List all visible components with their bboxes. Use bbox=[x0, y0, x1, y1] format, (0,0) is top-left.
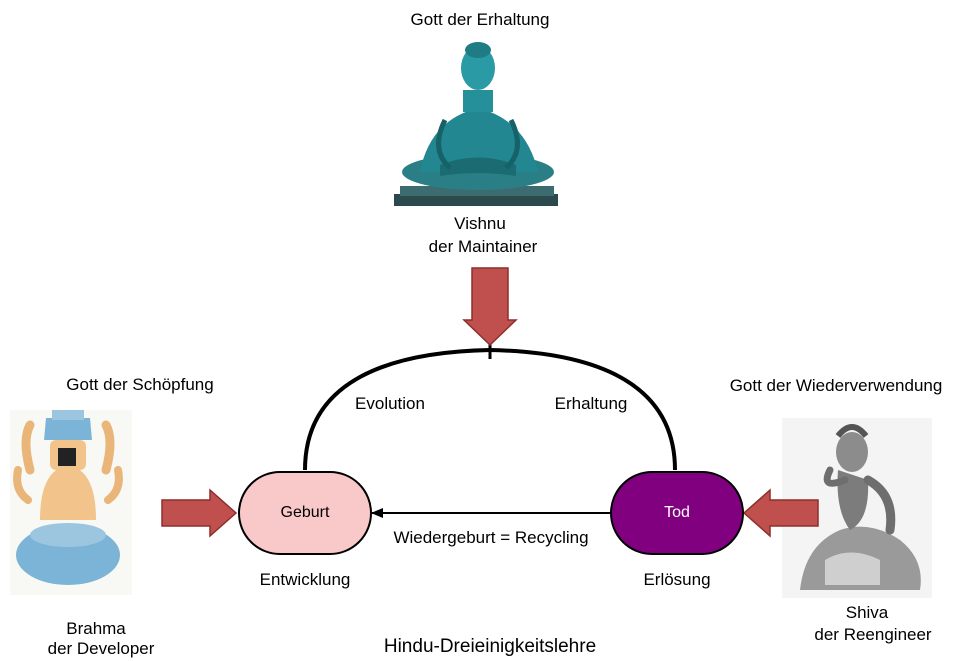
shiva-figure-image bbox=[782, 418, 932, 598]
shiva-title: der Reengineer bbox=[814, 625, 932, 644]
vishnu-name: Vishnu bbox=[454, 214, 506, 233]
brahma-title: der Developer bbox=[47, 639, 155, 658]
vishnu-title: der Maintainer bbox=[428, 237, 538, 256]
edge-recycling-label: Wiedergeburt = Recycling bbox=[393, 528, 589, 547]
tod-caption: Erlösung bbox=[643, 570, 711, 589]
brahma-input-arrow bbox=[161, 488, 238, 538]
node-geburt: Geburt bbox=[238, 471, 372, 555]
edge-evolution-label: Evolution bbox=[355, 394, 425, 413]
brahma-role: Gott der Schöpfung bbox=[66, 375, 214, 394]
vishnu-statue-image bbox=[392, 38, 567, 208]
brahma-name: Brahma bbox=[66, 619, 126, 638]
node-tod-label: Tod bbox=[664, 504, 690, 521]
edge-erhaltung-label: Erhaltung bbox=[554, 394, 628, 413]
node-geburt-label: Geburt bbox=[280, 504, 330, 521]
vishnu-role: Gott der Erhaltung bbox=[410, 10, 550, 29]
shiva-role: Gott der Wiederverwendung bbox=[729, 376, 943, 395]
vishnu-input-arrow bbox=[462, 267, 518, 347]
geburt-caption: Entwicklung bbox=[259, 570, 351, 589]
shiva-name: Shiva bbox=[845, 603, 889, 622]
shiva-input-arrow bbox=[742, 488, 819, 538]
diagram-caption: Hindu-Dreieinigkeitslehre bbox=[383, 636, 597, 657]
node-tod: Tod bbox=[610, 471, 744, 555]
brahma-figure-image bbox=[10, 410, 132, 595]
